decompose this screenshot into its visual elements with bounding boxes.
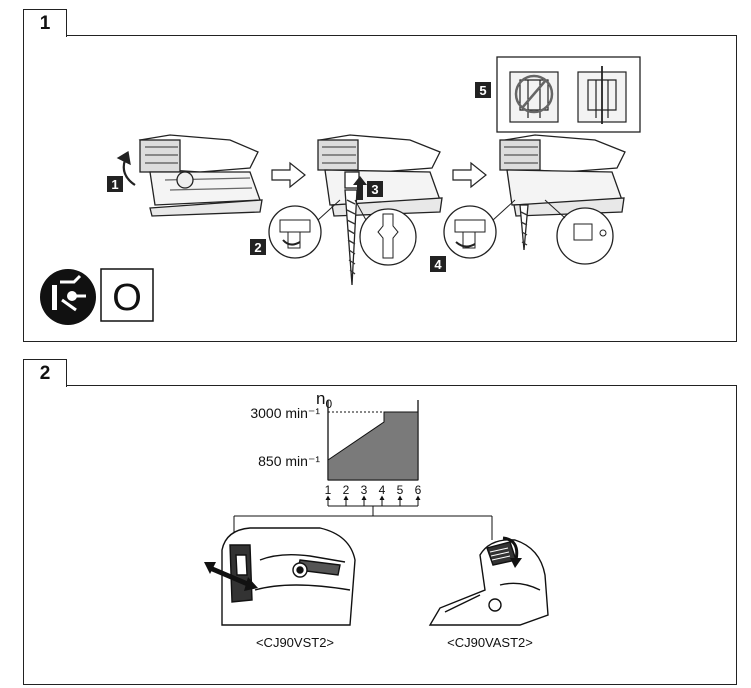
step-2-badge	[250, 239, 266, 255]
arrow-right-1	[271, 161, 306, 189]
y-axis-title: n0	[316, 389, 332, 411]
x-tick-arrow	[415, 495, 421, 500]
x-tick-arrow	[361, 495, 367, 500]
step-3-number: 3	[371, 182, 378, 197]
step-5-number: 5	[479, 83, 486, 98]
jigsaw-frame-3	[499, 134, 626, 251]
cj90vst2-illustration	[221, 527, 356, 626]
model-label-cj90vast2: <CJ90VAST2>	[447, 635, 533, 650]
step-5-incorrect-view	[509, 71, 559, 123]
double-arrow-icon	[204, 562, 258, 591]
step-2-number: 2	[254, 240, 261, 255]
x-tick-arrow	[379, 495, 385, 500]
x-tick-arrow	[343, 495, 349, 500]
jigsaw-frame-1	[116, 134, 263, 217]
panel-2-number: 2	[23, 359, 67, 387]
unplug-battery-icon	[40, 269, 96, 325]
step-3-badge	[367, 181, 383, 197]
svg-text:n0: n0	[316, 389, 332, 411]
x-tick-arrow	[397, 495, 403, 500]
step-1-number: 1	[111, 177, 118, 192]
step-5-badge	[475, 82, 491, 98]
switch-off-icon	[100, 268, 154, 322]
panel-1-illustration: 1 3 2 4	[40, 56, 641, 325]
arrow-right-2	[452, 161, 487, 189]
y-tick-label-max: 3000 min⁻¹	[250, 405, 320, 421]
switch-off-symbol: O	[112, 277, 142, 319]
step-5-correct-view	[577, 66, 627, 124]
x-tick-label: 1	[325, 483, 332, 497]
step-1-badge	[107, 176, 123, 192]
x-tick-label: 5	[397, 483, 404, 497]
cj90vast2-illustration	[428, 539, 549, 626]
x-tick-arrow	[325, 495, 331, 500]
arrow-up-3	[353, 176, 367, 200]
speed-area	[327, 411, 419, 481]
rotate-arrow-icon	[502, 536, 522, 568]
x-tick-label: 3	[361, 483, 368, 497]
step-4-badge	[430, 256, 446, 272]
x-tick-label: 4	[379, 483, 386, 497]
panel-1-number: 1	[23, 9, 67, 37]
model-label-cj90vst2: <CJ90VST2>	[256, 635, 334, 650]
y-tick-label-min: 850 min⁻¹	[258, 453, 320, 469]
x-tick-label: 6	[415, 483, 422, 497]
step-4-number: 4	[434, 257, 442, 272]
x-tick-label: 2	[343, 483, 350, 497]
